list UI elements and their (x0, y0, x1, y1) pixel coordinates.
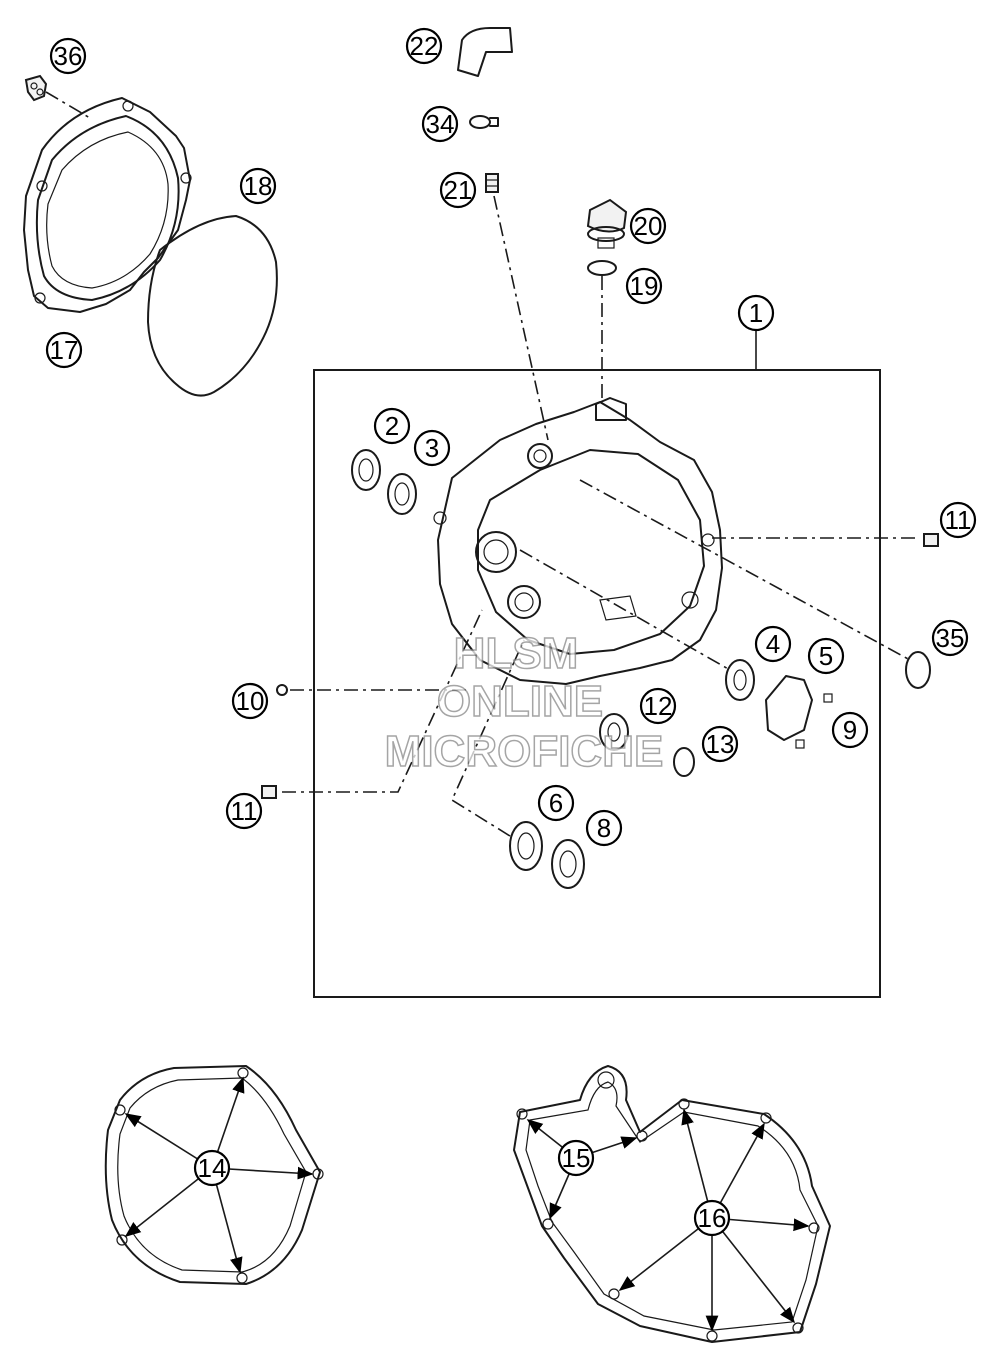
callout-19[interactable]: 19 (625, 267, 663, 305)
callout-label: 10 (236, 686, 265, 716)
callout-label: 5 (819, 641, 833, 671)
part-36-leader (45, 91, 91, 119)
callout-21[interactable]: 21 (439, 171, 477, 209)
callout-label: 14 (198, 1153, 227, 1183)
callout-16[interactable]: 16 (693, 1199, 731, 1237)
part-14-gasket (104, 1065, 324, 1285)
callout-35[interactable]: 35 (931, 619, 969, 657)
callout-4[interactable]: 4 (754, 625, 792, 663)
callout-label: 36 (54, 41, 83, 71)
part-20-oil-plug (586, 198, 628, 249)
part-11-dowel-right (923, 533, 939, 547)
part-34-clamp (469, 115, 499, 129)
callout-label: 22 (410, 31, 439, 61)
callout-22[interactable]: 22 (405, 27, 443, 65)
callout-label: 3 (425, 433, 439, 463)
callout-8[interactable]: 8 (585, 809, 623, 847)
part-21-leader (493, 195, 549, 441)
callout-2[interactable]: 2 (373, 407, 411, 445)
callout-9[interactable]: 9 (831, 711, 869, 749)
part-10-ball (276, 684, 288, 696)
callout-label: 21 (444, 175, 473, 205)
part-22-hose (457, 27, 513, 77)
part-3-seal (387, 473, 417, 515)
callout-label: 1 (749, 298, 763, 328)
callout-label: 16 (698, 1203, 727, 1233)
watermark-line-1: HLSM (454, 629, 579, 678)
callout-36[interactable]: 36 (49, 37, 87, 75)
callout-label: 34 (426, 109, 455, 139)
callout-label: 6 (549, 788, 563, 818)
part-35-leader (579, 479, 911, 661)
callout-label: 11 (231, 796, 258, 826)
assembly-frame (313, 369, 881, 998)
callout-13[interactable]: 13 (701, 725, 739, 763)
part-12-gear (599, 713, 629, 751)
watermark: HLSM ONLINE MICROFICHE (384, 628, 664, 777)
callout-label: 35 (936, 623, 965, 653)
callout-label: 4 (766, 629, 780, 659)
callout-5[interactable]: 5 (807, 637, 845, 675)
part-35-oring (905, 651, 931, 689)
callout-18[interactable]: 18 (239, 167, 277, 205)
callout-10[interactable]: 10 (231, 682, 269, 720)
callout-12[interactable]: 12 (639, 687, 677, 725)
part-21-fitting (485, 173, 499, 193)
callout-20[interactable]: 20 (629, 207, 667, 245)
callout-label: 9 (843, 715, 857, 745)
part-8-seal (551, 839, 585, 889)
part-9-screws (795, 693, 833, 749)
callout-label: 18 (244, 171, 273, 201)
part-11-dowel-left (261, 785, 277, 799)
part-36-bracket (24, 74, 48, 102)
callout-15[interactable]: 15 (557, 1139, 595, 1177)
callout-label: 11 (945, 505, 972, 535)
part-1-clutch-cover-housing (433, 397, 723, 685)
callout-label: 12 (644, 691, 673, 721)
callout-34[interactable]: 34 (421, 105, 459, 143)
callout-1[interactable]: 1 (737, 294, 775, 332)
callout-11-left[interactable]: 11 (225, 792, 263, 830)
part-4-leader (519, 549, 731, 671)
callout-label: 8 (597, 813, 611, 843)
callout-17[interactable]: 17 (45, 331, 83, 369)
part-6-seal (509, 821, 543, 871)
callout-6[interactable]: 6 (537, 784, 575, 822)
watermark-line-2: ONLINE (437, 677, 603, 726)
callout-3[interactable]: 3 (413, 429, 451, 467)
callout-11-right[interactable]: 11 (939, 501, 977, 539)
callout-label: 15 (562, 1143, 591, 1173)
part-4-bearing (725, 659, 755, 701)
part-11-left-leader (282, 609, 483, 793)
callout-label: 13 (706, 729, 735, 759)
callout-14[interactable]: 14 (193, 1149, 231, 1187)
callout-label: 17 (50, 335, 79, 365)
part-5-cover-plate (765, 675, 813, 741)
part-19-oring (587, 260, 617, 276)
callout-label: 19 (630, 271, 659, 301)
part-15-16-gasket (513, 1065, 831, 1343)
part-13-circlip (673, 747, 695, 777)
part-17-outer-cover (23, 97, 192, 313)
callout-label: 2 (385, 411, 399, 441)
watermark-line-3: MICROFICHE (385, 727, 664, 776)
part-2-seal (351, 449, 381, 491)
callout-label: 20 (634, 211, 663, 241)
part-18-gasket (147, 215, 278, 397)
